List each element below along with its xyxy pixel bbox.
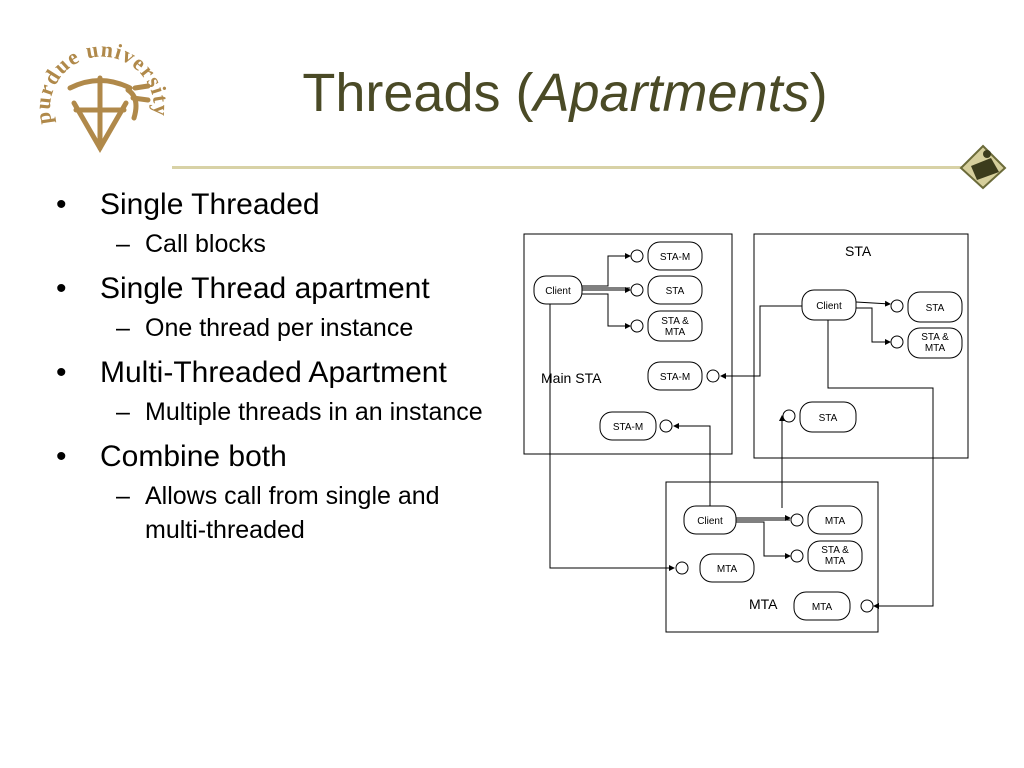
interface-circle: [890, 299, 904, 313]
mta-sta-mta-shape: [807, 540, 863, 572]
sub-bullet-allows-call: Allows call from single and multi-thread…: [56, 479, 496, 547]
interface-circle: [675, 561, 689, 575]
title-close-paren: ): [809, 63, 828, 123]
title-italic-text: Apartments: [533, 63, 810, 123]
bullet-multi-threaded-apartment: Multi-Threaded Apartment: [56, 353, 496, 393]
mta-label: MTA: [749, 596, 778, 612]
interface-circle: [659, 419, 673, 433]
sta-sta-2-label: STA: [819, 413, 838, 424]
sta-sta-mta-label-1: STA &: [921, 332, 949, 343]
bullet-single-threaded: Single Threaded: [56, 185, 496, 225]
sub-bullet-multiple-threads: Multiple threads in an instance: [56, 395, 496, 429]
interface-circle: [790, 549, 804, 563]
interface-circle: [630, 319, 644, 333]
apartment-diagram: Main STA STA MTA: [523, 233, 969, 633]
mta-mta-2-label: MTA: [717, 564, 738, 575]
interface-circle: [790, 513, 804, 527]
sta-client-label: Client: [816, 301, 842, 312]
sta-client-shape: [801, 289, 857, 321]
sta-sta-1-label: STA: [926, 303, 945, 314]
interface-circle: [630, 249, 644, 263]
interface-circle: [706, 369, 720, 383]
main-sta-mta-label-2: MTA: [665, 327, 686, 338]
interface-circle: [782, 409, 796, 423]
mta-sta-mta-label-2: MTA: [825, 556, 846, 567]
main-sta-mta-shape: [647, 310, 703, 342]
interface-circle: [860, 599, 874, 613]
purdue-corner-logo-icon: [959, 144, 1007, 190]
mta-sta-mta-label-1: STA &: [821, 545, 849, 556]
bullet-list: Single Threaded Call blocks Single Threa…: [56, 183, 496, 555]
main-sta-box: [523, 233, 733, 455]
main-sta-m-3-shape: [599, 411, 657, 441]
title-text: Threads (: [302, 63, 534, 123]
mta-mta-3-label: MTA: [812, 602, 833, 613]
sta-sta-2-shape: [799, 401, 857, 433]
mta-mta-1-shape: [807, 505, 863, 535]
main-sta-m-3-label: STA-M: [613, 422, 643, 433]
sta-sta-mta-label-2: MTA: [925, 343, 946, 354]
bullet-combine-both: Combine both: [56, 437, 496, 477]
mta-mta-2-shape: [699, 553, 755, 583]
mta-mta-1-label: MTA: [825, 516, 846, 527]
slide-title: Threads (Apartments): [150, 58, 980, 128]
main-client-label: Client: [545, 286, 571, 297]
mta-client-label: Client: [697, 516, 723, 527]
main-sta-label-obj: STA: [666, 286, 685, 297]
interface-circle: [890, 335, 904, 349]
main-sta-m-2-label: STA-M: [660, 372, 690, 383]
title-underline: [172, 166, 972, 169]
sub-bullet-call-blocks: Call blocks: [56, 227, 496, 261]
main-sta-mta-label-1: STA &: [661, 316, 689, 327]
bullet-single-thread-apartment: Single Thread apartment: [56, 269, 496, 309]
sta-box: [753, 233, 969, 459]
sub-bullet-one-thread: One thread per instance: [56, 311, 496, 345]
mta-mta-3-shape: [793, 591, 851, 621]
sta-sta-1-shape: [907, 291, 963, 323]
university-seal-logo: purdue university: [30, 36, 170, 153]
main-sta-m-1-label: STA-M: [660, 252, 690, 263]
main-sta-m-2-shape: [647, 361, 703, 391]
sta-sta-mta-shape: [907, 327, 963, 359]
sta-label: STA: [845, 243, 872, 259]
main-sta-label: Main STA: [541, 370, 602, 386]
interface-circle: [630, 283, 644, 297]
mta-box: [665, 481, 879, 633]
main-sta-m-1-shape: [647, 241, 703, 271]
main-sta-shape: [647, 275, 703, 305]
